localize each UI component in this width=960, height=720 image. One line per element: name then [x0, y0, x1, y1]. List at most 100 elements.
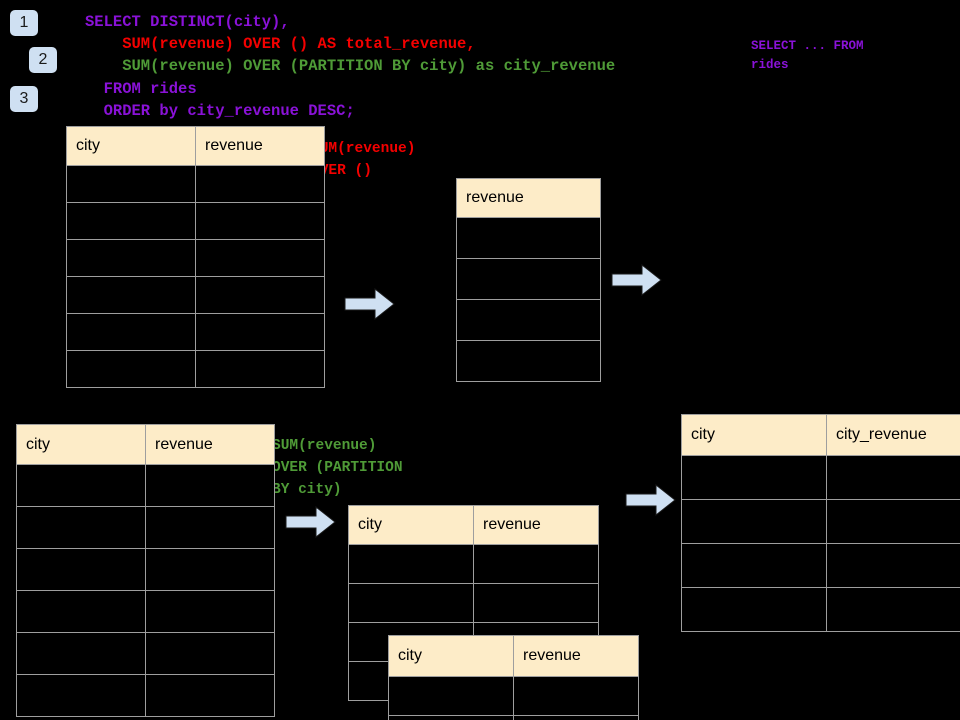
- table-cell: [145, 674, 275, 717]
- table-cell: [145, 632, 275, 675]
- city-revenue-result-table: city city_revenue: [681, 414, 960, 632]
- table-cell: [826, 499, 960, 544]
- table-cell: [681, 499, 827, 544]
- table-row: [681, 543, 960, 588]
- table-cell: [66, 276, 196, 314]
- column-header-revenue: revenue: [145, 424, 275, 465]
- table-header-row: city revenue: [388, 635, 639, 677]
- table-cell: [195, 350, 325, 388]
- table-cell: [388, 715, 514, 720]
- column-header-city: city: [66, 126, 196, 166]
- table-row: [348, 583, 599, 623]
- table-cell: [66, 313, 196, 351]
- column-header-revenue: revenue: [513, 635, 639, 677]
- table-row: [456, 258, 601, 300]
- table-cell: [16, 674, 146, 717]
- table-cell: [16, 548, 146, 591]
- table-cell: [348, 544, 474, 584]
- table-cell: [66, 202, 196, 240]
- table-cell: [513, 715, 639, 720]
- table-row: [16, 632, 275, 675]
- sql-line-select-distinct: SELECT DISTINCT(city),: [85, 13, 290, 31]
- table-cell: [513, 676, 639, 716]
- table-cell: [473, 583, 599, 623]
- table-row: [16, 548, 275, 591]
- table-cell: [195, 276, 325, 314]
- arrow-source-to-total-revenue: [344, 288, 395, 320]
- table-cell: [145, 590, 275, 633]
- total-revenue-table: revenue: [456, 178, 601, 382]
- table-row: [66, 165, 325, 203]
- partition-group-table-front: city revenue: [388, 635, 639, 720]
- table-row: [348, 544, 599, 584]
- table-cell: [681, 543, 827, 588]
- step-badge-2: 2: [29, 47, 57, 73]
- rides-source-table-bottom: city revenue: [16, 424, 275, 717]
- table-cell: [348, 583, 474, 623]
- rides-source-table-top: city revenue: [66, 126, 325, 388]
- table-row: [388, 676, 639, 716]
- table-cell: [16, 590, 146, 633]
- table-header-row: city revenue: [66, 126, 325, 166]
- annotation-sum-over-partition: SUM(revenue) OVER (PARTITION BY city): [272, 438, 403, 498]
- table-cell: [681, 455, 827, 500]
- table-header-row: city revenue: [348, 505, 599, 545]
- table-row: [16, 674, 275, 717]
- table-row: [66, 239, 325, 277]
- table-row: [66, 276, 325, 314]
- column-header-city: city: [681, 414, 827, 456]
- table-cell: [16, 632, 146, 675]
- table-cell: [473, 544, 599, 584]
- sql-line-order-by: ORDER by city_revenue DESC;: [85, 102, 355, 120]
- table-row: [16, 506, 275, 549]
- table-row: [66, 350, 325, 388]
- column-header-city-revenue: city_revenue: [826, 414, 960, 456]
- table-cell: [456, 258, 601, 300]
- table-row: [681, 587, 960, 632]
- table-row: [681, 455, 960, 500]
- table-cell: [16, 464, 146, 507]
- table-cell: [826, 455, 960, 500]
- table-cell: [388, 676, 514, 716]
- table-cell: [66, 165, 196, 203]
- table-cell: [16, 506, 146, 549]
- table-cell: [826, 587, 960, 632]
- sql-line-sum-over-partition: SUM(revenue) OVER (PARTITION BY city) as…: [85, 57, 616, 75]
- table-cell: [195, 239, 325, 277]
- table-cell: [145, 506, 275, 549]
- table-cell: [456, 217, 601, 259]
- sql-line-from-rides: FROM rides: [85, 80, 197, 98]
- table-row: [681, 499, 960, 544]
- arrow-source-to-partition: [285, 506, 336, 538]
- column-header-revenue: revenue: [473, 505, 599, 545]
- arrow-total-revenue-to-result: [611, 264, 662, 296]
- annotation-sum-over-empty: SUM(revenue) OVER (): [311, 141, 416, 179]
- table-row: [16, 464, 275, 507]
- column-header-revenue: revenue: [456, 178, 601, 218]
- table-row: [456, 299, 601, 341]
- table-row: [66, 313, 325, 351]
- table-cell: [195, 202, 325, 240]
- table-cell: [145, 548, 275, 591]
- column-header-city: city: [348, 505, 474, 545]
- table-row: [388, 715, 639, 720]
- sql-line-sum-over-empty: SUM(revenue) OVER () AS total_revenue,: [85, 35, 476, 53]
- step-badge-1: 1: [10, 10, 38, 36]
- table-cell: [195, 165, 325, 203]
- annotation-select-from-rides: SELECT ... FROM rides: [751, 39, 864, 72]
- table-row: [456, 217, 601, 259]
- table-cell: [66, 350, 196, 388]
- table-row: [16, 590, 275, 633]
- table-cell: [66, 239, 196, 277]
- table-cell: [456, 340, 601, 382]
- table-cell: [456, 299, 601, 341]
- table-cell: [195, 313, 325, 351]
- table-cell: [826, 543, 960, 588]
- column-header-revenue: revenue: [195, 126, 325, 166]
- column-header-city: city: [16, 424, 146, 465]
- column-header-city: city: [388, 635, 514, 677]
- table-row: [456, 340, 601, 382]
- table-header-row: revenue: [456, 178, 601, 218]
- arrow-partition-to-result: [625, 484, 676, 516]
